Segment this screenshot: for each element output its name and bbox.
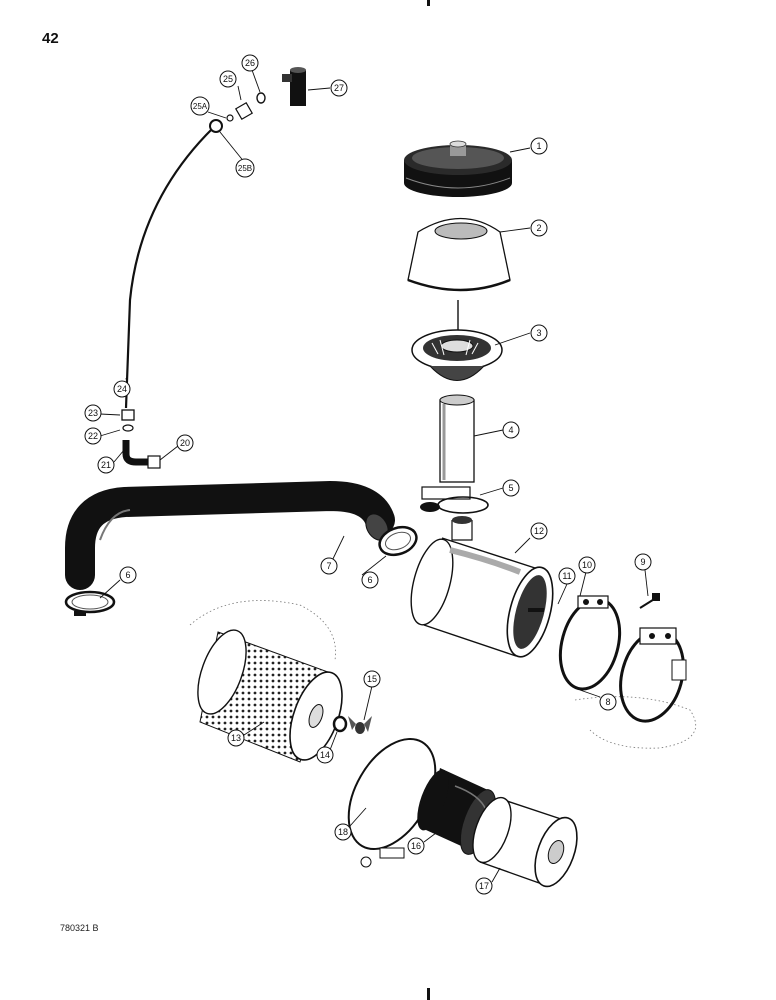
- callout-9: 9: [634, 553, 652, 571]
- callout-15: 15: [363, 670, 381, 688]
- callout-16: 16: [407, 837, 425, 855]
- svg-text:25B: 25B: [238, 164, 252, 173]
- svg-text:6: 6: [125, 570, 130, 580]
- hose-part: [65, 480, 395, 590]
- nut-part: [121, 409, 135, 421]
- nut-25b-part: [209, 119, 223, 133]
- callout-27: 27: [330, 79, 348, 97]
- svg-text:22: 22: [88, 431, 98, 441]
- svg-text:25A: 25A: [193, 102, 208, 111]
- svg-text:23: 23: [88, 408, 98, 418]
- svg-text:12: 12: [534, 526, 544, 536]
- callout-25: 25: [219, 70, 237, 88]
- callout-26: 26: [241, 54, 259, 72]
- callout-11: 11: [558, 567, 576, 585]
- fitting-part: [147, 455, 161, 469]
- callout-6-right: 6: [361, 571, 379, 589]
- restriction-indicator-part: [282, 67, 306, 106]
- svg-text:7: 7: [326, 561, 331, 571]
- callout-4: 4: [502, 421, 520, 439]
- dust-cup-part: [472, 796, 578, 888]
- svg-text:1: 1: [536, 141, 541, 151]
- binding-mark-top: [427, 0, 430, 6]
- svg-text:10: 10: [582, 560, 592, 570]
- callouts: 1 2 3 4 5 6 6 7 8 9 10 11 12 13 14 15 16…: [84, 54, 652, 895]
- callout-13: 13: [227, 729, 245, 747]
- dotted-outline-right: [574, 696, 696, 749]
- callout-10: 10: [578, 556, 596, 574]
- svg-text:5: 5: [508, 483, 513, 493]
- svg-text:16: 16: [411, 841, 421, 851]
- callout-24: 24: [113, 380, 131, 398]
- callout-20: 20: [176, 434, 194, 452]
- leader-lines: [99, 69, 649, 883]
- svg-text:26: 26: [245, 58, 255, 68]
- filter-element-part: [197, 629, 343, 763]
- svg-text:17: 17: [479, 881, 489, 891]
- binding-mark-bottom: [427, 988, 430, 1000]
- wing-nut-part: [348, 716, 372, 734]
- svg-text:3: 3: [536, 328, 541, 338]
- hose-clamp-right: [378, 525, 418, 557]
- callout-21: 21: [97, 456, 115, 474]
- band-clamp-rear: [619, 627, 687, 723]
- svg-text:18: 18: [338, 827, 348, 837]
- bolt-part: [639, 593, 660, 609]
- svg-text:4: 4: [508, 425, 513, 435]
- svg-text:15: 15: [367, 674, 377, 684]
- callout-23: 23: [84, 404, 102, 422]
- dotted-outline-left: [189, 600, 336, 661]
- bowl-part: [411, 300, 503, 381]
- svg-text:27: 27: [334, 83, 344, 93]
- ring-part: [437, 496, 489, 514]
- tube-part: [420, 394, 475, 512]
- figure-code: 780321 B: [60, 923, 99, 933]
- callout-1: 1: [530, 137, 548, 155]
- callout-3: 3: [530, 324, 548, 342]
- callout-14: 14: [316, 746, 334, 764]
- svg-text:13: 13: [231, 733, 241, 743]
- washer-26-part: [256, 92, 266, 104]
- callout-25b: 25B: [235, 158, 255, 178]
- svg-text:24: 24: [117, 384, 127, 394]
- svg-text:8: 8: [605, 697, 610, 707]
- elbow-part: [122, 440, 148, 466]
- callout-17: 17: [475, 877, 493, 895]
- callout-18: 18: [334, 823, 352, 841]
- callout-22: 22: [84, 427, 102, 445]
- sleeve-part: [122, 424, 134, 432]
- restriction-tube-part: [124, 127, 214, 409]
- connector-25-part: [234, 101, 254, 121]
- svg-text:2: 2: [536, 223, 541, 233]
- svg-text:6: 6: [367, 575, 372, 585]
- band-clamp-front: [558, 595, 622, 691]
- cap-part: [407, 217, 511, 292]
- housing-part: [410, 516, 554, 658]
- callout-6-left: 6: [119, 566, 137, 584]
- svg-text:9: 9: [640, 557, 645, 567]
- svg-text:14: 14: [320, 750, 330, 760]
- callout-7: 7: [320, 557, 338, 575]
- svg-text:21: 21: [101, 460, 111, 470]
- svg-text:11: 11: [562, 571, 571, 581]
- callout-8: 8: [599, 693, 617, 711]
- sleeve-25a-part: [226, 114, 234, 122]
- washer-part: [332, 715, 348, 733]
- page-number: 42: [42, 30, 59, 47]
- hose-clamp-left: [64, 590, 116, 616]
- callout-12: 12: [530, 522, 548, 540]
- svg-text:20: 20: [180, 438, 190, 448]
- cover-part: [404, 140, 512, 197]
- callout-25a: 25A: [190, 96, 210, 116]
- callout-2: 2: [530, 219, 548, 237]
- callout-5: 5: [502, 479, 520, 497]
- svg-text:25: 25: [223, 74, 233, 84]
